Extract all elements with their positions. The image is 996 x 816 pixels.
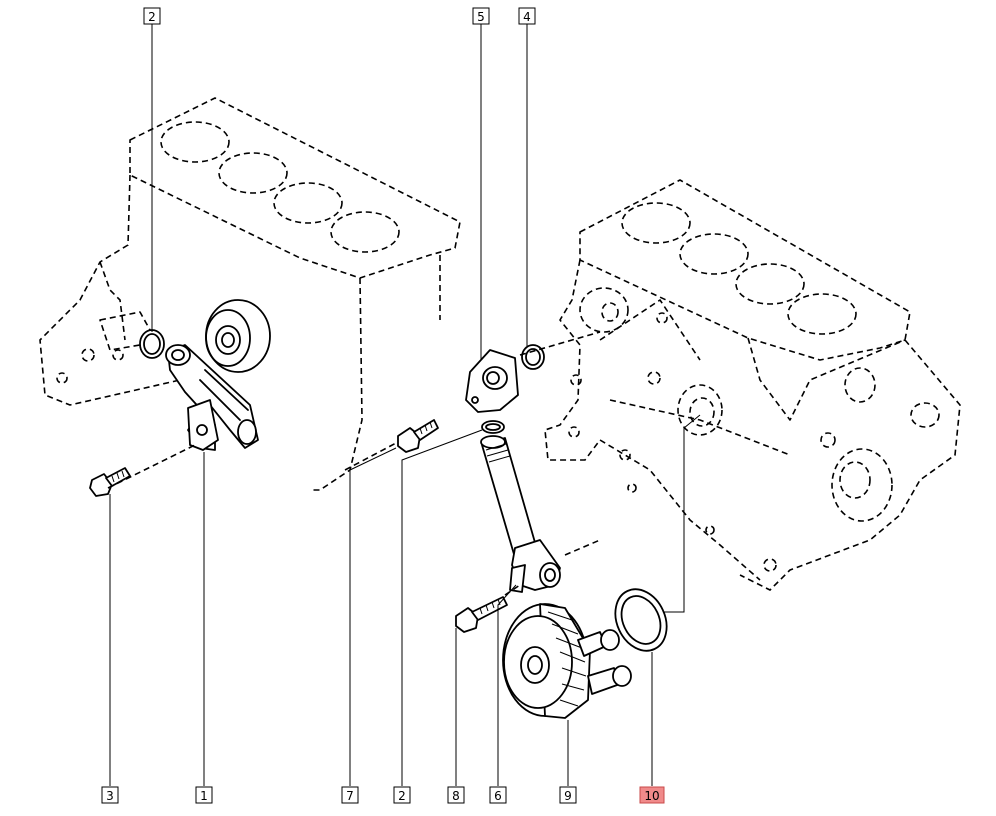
callout-box [639, 786, 665, 804]
callout-label: 2 [398, 789, 406, 803]
callout-box [195, 786, 213, 804]
callout-label: 3 [106, 789, 114, 803]
o-ring-large [614, 588, 668, 652]
callout-box [559, 786, 577, 804]
callout-label: 5 [477, 10, 485, 24]
callout-box [518, 7, 536, 25]
bolt-8 [455, 596, 508, 633]
callouts: 2 5 4 3 1 7 2 8 6 9 10 [101, 7, 665, 804]
callout-10: 10 [639, 786, 665, 804]
callout-box [472, 7, 490, 25]
callout-label: 2 [148, 10, 156, 24]
bolt-7 [397, 419, 439, 453]
water-outlet-pipe [165, 344, 259, 451]
left-engine-block [39, 97, 461, 491]
callout-label: 9 [564, 789, 572, 803]
callout-label: 7 [346, 789, 354, 803]
callout-box [143, 7, 161, 25]
right-engine-block [544, 179, 961, 591]
outlet-housing [465, 349, 519, 413]
callout-box [393, 786, 411, 804]
callout-6: 6 [489, 786, 507, 804]
pipe [480, 435, 561, 593]
callout-1: 1 [195, 786, 213, 804]
callout-label: 8 [452, 789, 460, 803]
o-ring-middle [481, 420, 505, 434]
callout-3: 3 [101, 786, 119, 804]
callout-8: 8 [447, 786, 465, 804]
oil-cooler [502, 603, 632, 719]
leader-lines [109, 24, 701, 786]
callout-box [447, 786, 465, 804]
callout-box [341, 786, 359, 804]
callout-label: 4 [523, 10, 531, 24]
callout-7: 7 [341, 786, 359, 804]
callout-5: 5 [472, 7, 490, 25]
callout-2: 2 [393, 786, 411, 804]
callout-4: 4 [518, 7, 536, 25]
callout-9: 9 [559, 786, 577, 804]
callout-box [101, 786, 119, 804]
pulley [205, 299, 271, 373]
callout-label: 1 [200, 789, 208, 803]
callout-label: 6 [494, 789, 502, 803]
callout-2: 2 [143, 7, 161, 25]
bolt-left [89, 467, 131, 497]
callout-box [489, 786, 507, 804]
assembly-lines [107, 331, 601, 596]
callout-label: 10 [644, 789, 659, 803]
